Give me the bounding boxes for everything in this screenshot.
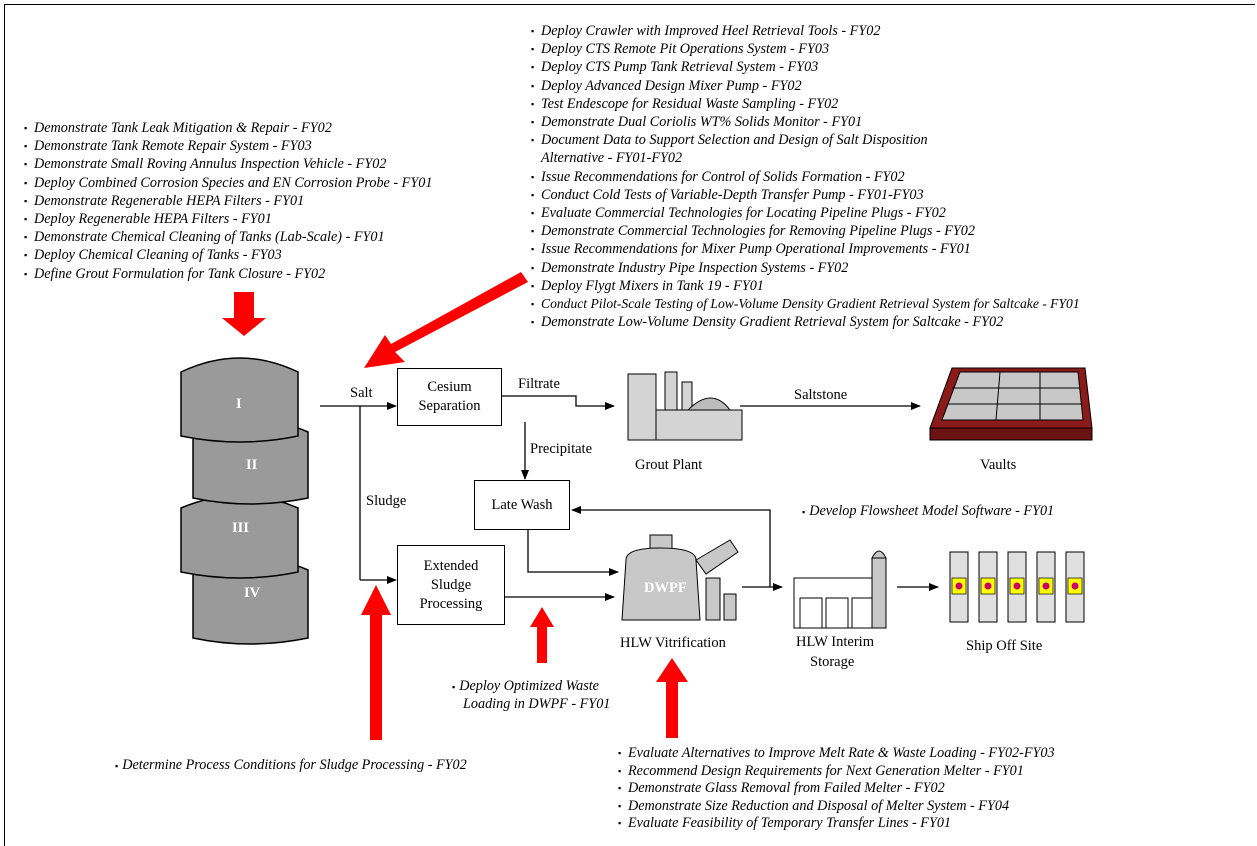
dwpf-item-line-1: Deploy Optimized Waste [459, 678, 599, 694]
red-arrow-melter [656, 658, 688, 738]
tank-label-ii: II [246, 457, 257, 474]
bullet: ▪ [452, 682, 455, 692]
melter-technology-list: Evaluate Alternatives to Improve Melt Ra… [618, 745, 1055, 833]
precipitate-label: Precipitate [530, 441, 592, 458]
retrieval-item: Document Data to Support Selection and D… [531, 131, 1080, 149]
cesium-separation-box: Cesium Separation [397, 368, 502, 426]
retrieval-technology-list: Deploy Crawler with Improved Heel Retrie… [531, 22, 1080, 331]
dwpf-item-line-2: Loading in DWPF - FY01 [463, 696, 610, 712]
flowsheet-item-text: Develop Flowsheet Model Software - FY01 [809, 503, 1054, 519]
bullet: ▪ [115, 761, 118, 771]
sludge-item-text: Determine Process Conditions for Sludge … [122, 757, 467, 773]
tank-item: Demonstrate Tank Leak Mitigation & Repai… [24, 119, 432, 137]
tank-label-i: I [236, 396, 242, 413]
tank-item: Demonstrate Tank Remote Repair System - … [24, 137, 432, 155]
melter-item: Evaluate Feasibility of Temporary Transf… [618, 815, 1055, 833]
retrieval-item: Deploy Crawler with Improved Heel Retrie… [531, 22, 1080, 40]
retrieval-item: Conduct Pilot-Scale Testing of Low-Volum… [531, 295, 1080, 313]
melter-item: Demonstrate Glass Removal from Failed Me… [618, 780, 1055, 798]
red-arrow-sludge [361, 585, 391, 740]
tank-item: Define Grout Formulation for Tank Closur… [24, 265, 432, 283]
grout-plant-label: Grout Plant [635, 457, 702, 474]
grout-plant-building [628, 372, 742, 440]
retrieval-item: Demonstrate Industry Pipe Inspection Sys… [531, 259, 1080, 277]
hlw-storage-label-1: HLW Interim [796, 634, 874, 651]
hlw-vitrification-label: HLW Vitrification [620, 635, 726, 652]
salt-label: Salt [350, 385, 373, 402]
retrieval-item: Conduct Cold Tests of Variable-Depth Tra… [531, 186, 1080, 204]
tank-item: Demonstrate Chemical Cleaning of Tanks (… [24, 228, 432, 246]
tank-label-iv: IV [244, 585, 260, 602]
retrieval-item: Deploy CTS Pump Tank Retrieval System - … [531, 58, 1080, 76]
red-arrow-dwpf [530, 607, 554, 663]
retrieval-item: Deploy Advanced Design Mixer Pump - FY02 [531, 77, 1080, 95]
vaults-building [930, 368, 1092, 440]
dwpf-item: ▪ Deploy Optimized Waste [452, 677, 599, 696]
hlw-storage-label-2: Storage [810, 654, 854, 671]
dwpf-item-line-2-wrap: Loading in DWPF - FY01 [463, 695, 610, 713]
melter-item: Recommend Design Requirements for Next G… [618, 763, 1055, 781]
dwpf-building [622, 535, 738, 620]
tank-item: Deploy Combined Corrosion Species and EN… [24, 174, 432, 192]
tank-item: Demonstrate Small Roving Annulus Inspect… [24, 155, 432, 173]
retrieval-item: Demonstrate Commercial Technologies for … [531, 222, 1080, 240]
dwpf-label: DWPF [644, 580, 687, 597]
red-arrow-tanks [222, 292, 266, 336]
melter-item: Evaluate Alternatives to Improve Melt Ra… [618, 745, 1055, 763]
extended-sludge-processing-box: Extended Sludge Processing [397, 545, 505, 625]
sludge-label: Sludge [366, 493, 406, 510]
saltstone-label: Saltstone [794, 387, 847, 404]
tank-item: Demonstrate Regenerable HEPA Filters - F… [24, 192, 432, 210]
retrieval-item: Demonstrate Low-Volume Density Gradient … [531, 313, 1080, 331]
bullet: ▪ [802, 507, 805, 517]
retrieval-item: Deploy CTS Remote Pit Operations System … [531, 40, 1080, 58]
tank-technology-list: Demonstrate Tank Leak Mitigation & Repai… [24, 119, 432, 283]
retrieval-item: Evaluate Commercial Technologies for Loc… [531, 204, 1080, 222]
late-wash-box: Late Wash [474, 480, 570, 530]
retrieval-item: Demonstrate Dual Coriolis WT% Solids Mon… [531, 113, 1080, 131]
flowsheet-item: ▪ Develop Flowsheet Model Software - FY01 [802, 502, 1054, 521]
retrieval-item-continued: Alternative - FY01-FY02 [531, 149, 1080, 167]
melter-item: Demonstrate Size Reduction and Disposal … [618, 798, 1055, 816]
retrieval-item: Deploy Flygt Mixers in Tank 19 - FY01 [531, 277, 1080, 295]
canisters [950, 552, 1084, 622]
sludge-item: ▪ Determine Process Conditions for Sludge… [115, 756, 467, 775]
filtrate-label: Filtrate [518, 376, 560, 393]
vaults-label: Vaults [980, 457, 1016, 474]
retrieval-item: Test Endescope for Residual Waste Sampli… [531, 95, 1080, 113]
tank-item: Deploy Chemical Cleaning of Tanks - FY03 [24, 246, 432, 264]
retrieval-item: Issue Recommendations for Mixer Pump Ope… [531, 240, 1080, 258]
tank-item: Deploy Regenerable HEPA Filters - FY01 [24, 210, 432, 228]
retrieval-item: Issue Recommendations for Control of Sol… [531, 168, 1080, 186]
red-arrow-retrieval [364, 272, 528, 368]
ship-off-site-label: Ship Off Site [966, 638, 1042, 655]
hlw-storage-building [794, 551, 886, 628]
tank-label-iii: III [232, 520, 249, 537]
